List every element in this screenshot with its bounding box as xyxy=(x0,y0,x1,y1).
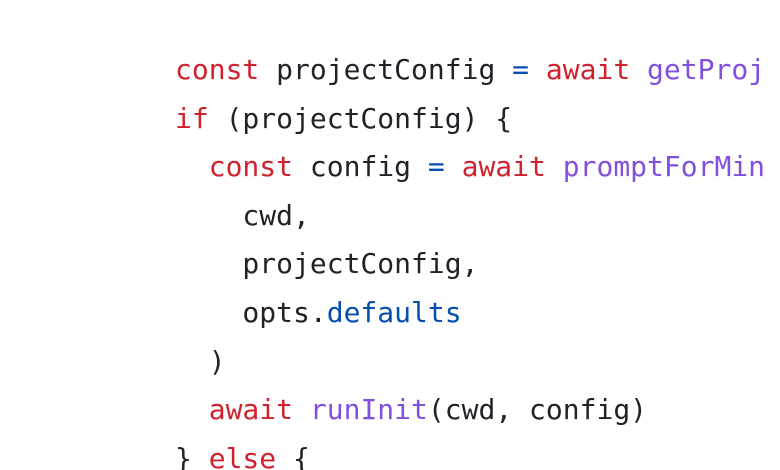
code-token-keyword: await xyxy=(208,393,294,427)
code-token-operator: = xyxy=(512,53,530,86)
code-token-code-text: projectConfig xyxy=(259,53,513,86)
code-line: const config = await promptForMin xyxy=(175,143,765,192)
code-token-code-text: (cwd, config) xyxy=(427,393,648,427)
code-token-code-text: ) xyxy=(175,344,226,378)
code-token-code-text: { xyxy=(276,441,310,470)
code-token-code-text: config xyxy=(293,150,428,184)
code-token-code-text xyxy=(445,150,462,183)
code-token-code-text xyxy=(293,393,310,426)
code-token-function-name: runInit xyxy=(309,393,428,427)
code-token-function-name: getProj xyxy=(647,53,766,86)
code-token-code-text xyxy=(630,53,647,86)
code-token-keyword: const xyxy=(175,53,260,86)
code-token-property: defaults xyxy=(326,295,462,329)
code-token-keyword: else xyxy=(208,441,277,470)
code-line: } else { xyxy=(175,435,765,470)
code-token-operator: = xyxy=(427,150,445,184)
code-token-code-text xyxy=(175,393,209,426)
code-line: if (projectConfig) { xyxy=(175,95,765,144)
code-token-code-text xyxy=(175,150,209,183)
code-token-code-text: (projectConfig) { xyxy=(208,101,513,135)
code-token-code-text: opts. xyxy=(175,295,327,329)
code-line: projectConfig, xyxy=(175,240,765,289)
code-token-code-text xyxy=(529,53,546,86)
code-token-keyword: await xyxy=(461,150,546,184)
code-token-keyword: const xyxy=(208,150,294,184)
code-line: await runInit(cwd, config) xyxy=(175,386,765,435)
code-token-keyword: if xyxy=(175,101,209,135)
code-token-code-text: } xyxy=(175,441,209,470)
code-line: ) xyxy=(175,338,765,387)
code-token-code-text: projectConfig, xyxy=(175,247,479,281)
code-line: opts.defaults xyxy=(175,289,765,338)
code-line: const projectConfig = await getProj xyxy=(175,46,765,95)
code-token-keyword: await xyxy=(545,53,631,86)
code-token-code-text: cwd, xyxy=(175,198,310,232)
code-token-function-name: promptForMin xyxy=(562,150,766,184)
code-token-code-text xyxy=(546,150,563,183)
code-line: cwd, xyxy=(175,192,765,241)
